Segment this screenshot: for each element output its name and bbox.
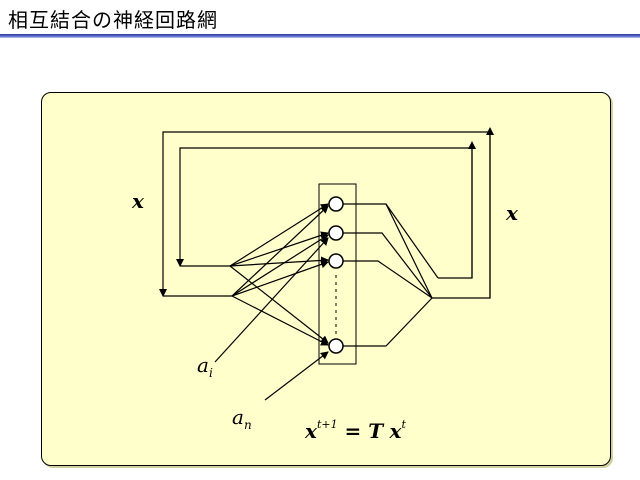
label-input-an: an bbox=[232, 405, 252, 432]
neuron-column-box bbox=[318, 183, 357, 365]
input-arrow-an bbox=[264, 351, 329, 401]
update-equation: xt+1 = T xt bbox=[304, 418, 406, 443]
equation-lhs-sup: t+1 bbox=[317, 418, 338, 431]
equation-rhs-sup: t bbox=[401, 418, 406, 431]
neurons bbox=[328, 196, 344, 354]
diagram-panel bbox=[41, 92, 611, 466]
equation-lhs: x bbox=[304, 419, 318, 443]
label-x-right: x bbox=[505, 201, 519, 225]
fanout-connections bbox=[229, 203, 329, 346]
input-arrow-ai bbox=[214, 237, 329, 363]
equation-operator: T bbox=[368, 419, 385, 443]
feedback-loop-inner bbox=[176, 147, 473, 279]
title-underline bbox=[0, 34, 640, 38]
label-input-an-sub: n bbox=[244, 418, 252, 432]
equation-equals: = bbox=[338, 419, 369, 443]
label-x-left: x bbox=[131, 189, 145, 213]
neuron-3 bbox=[328, 253, 344, 269]
slide-title: 相互結合の神経回路網 bbox=[8, 8, 218, 32]
label-input-ai-sub: i bbox=[209, 366, 213, 380]
output-lines bbox=[343, 203, 439, 347]
neuron-n bbox=[328, 338, 344, 354]
neuron-1 bbox=[328, 196, 344, 212]
label-input-ai: ai bbox=[197, 353, 213, 380]
equation-rhs: x bbox=[389, 419, 403, 443]
feedback-loop-outer bbox=[159, 131, 491, 299]
neuron-2 bbox=[328, 225, 344, 241]
